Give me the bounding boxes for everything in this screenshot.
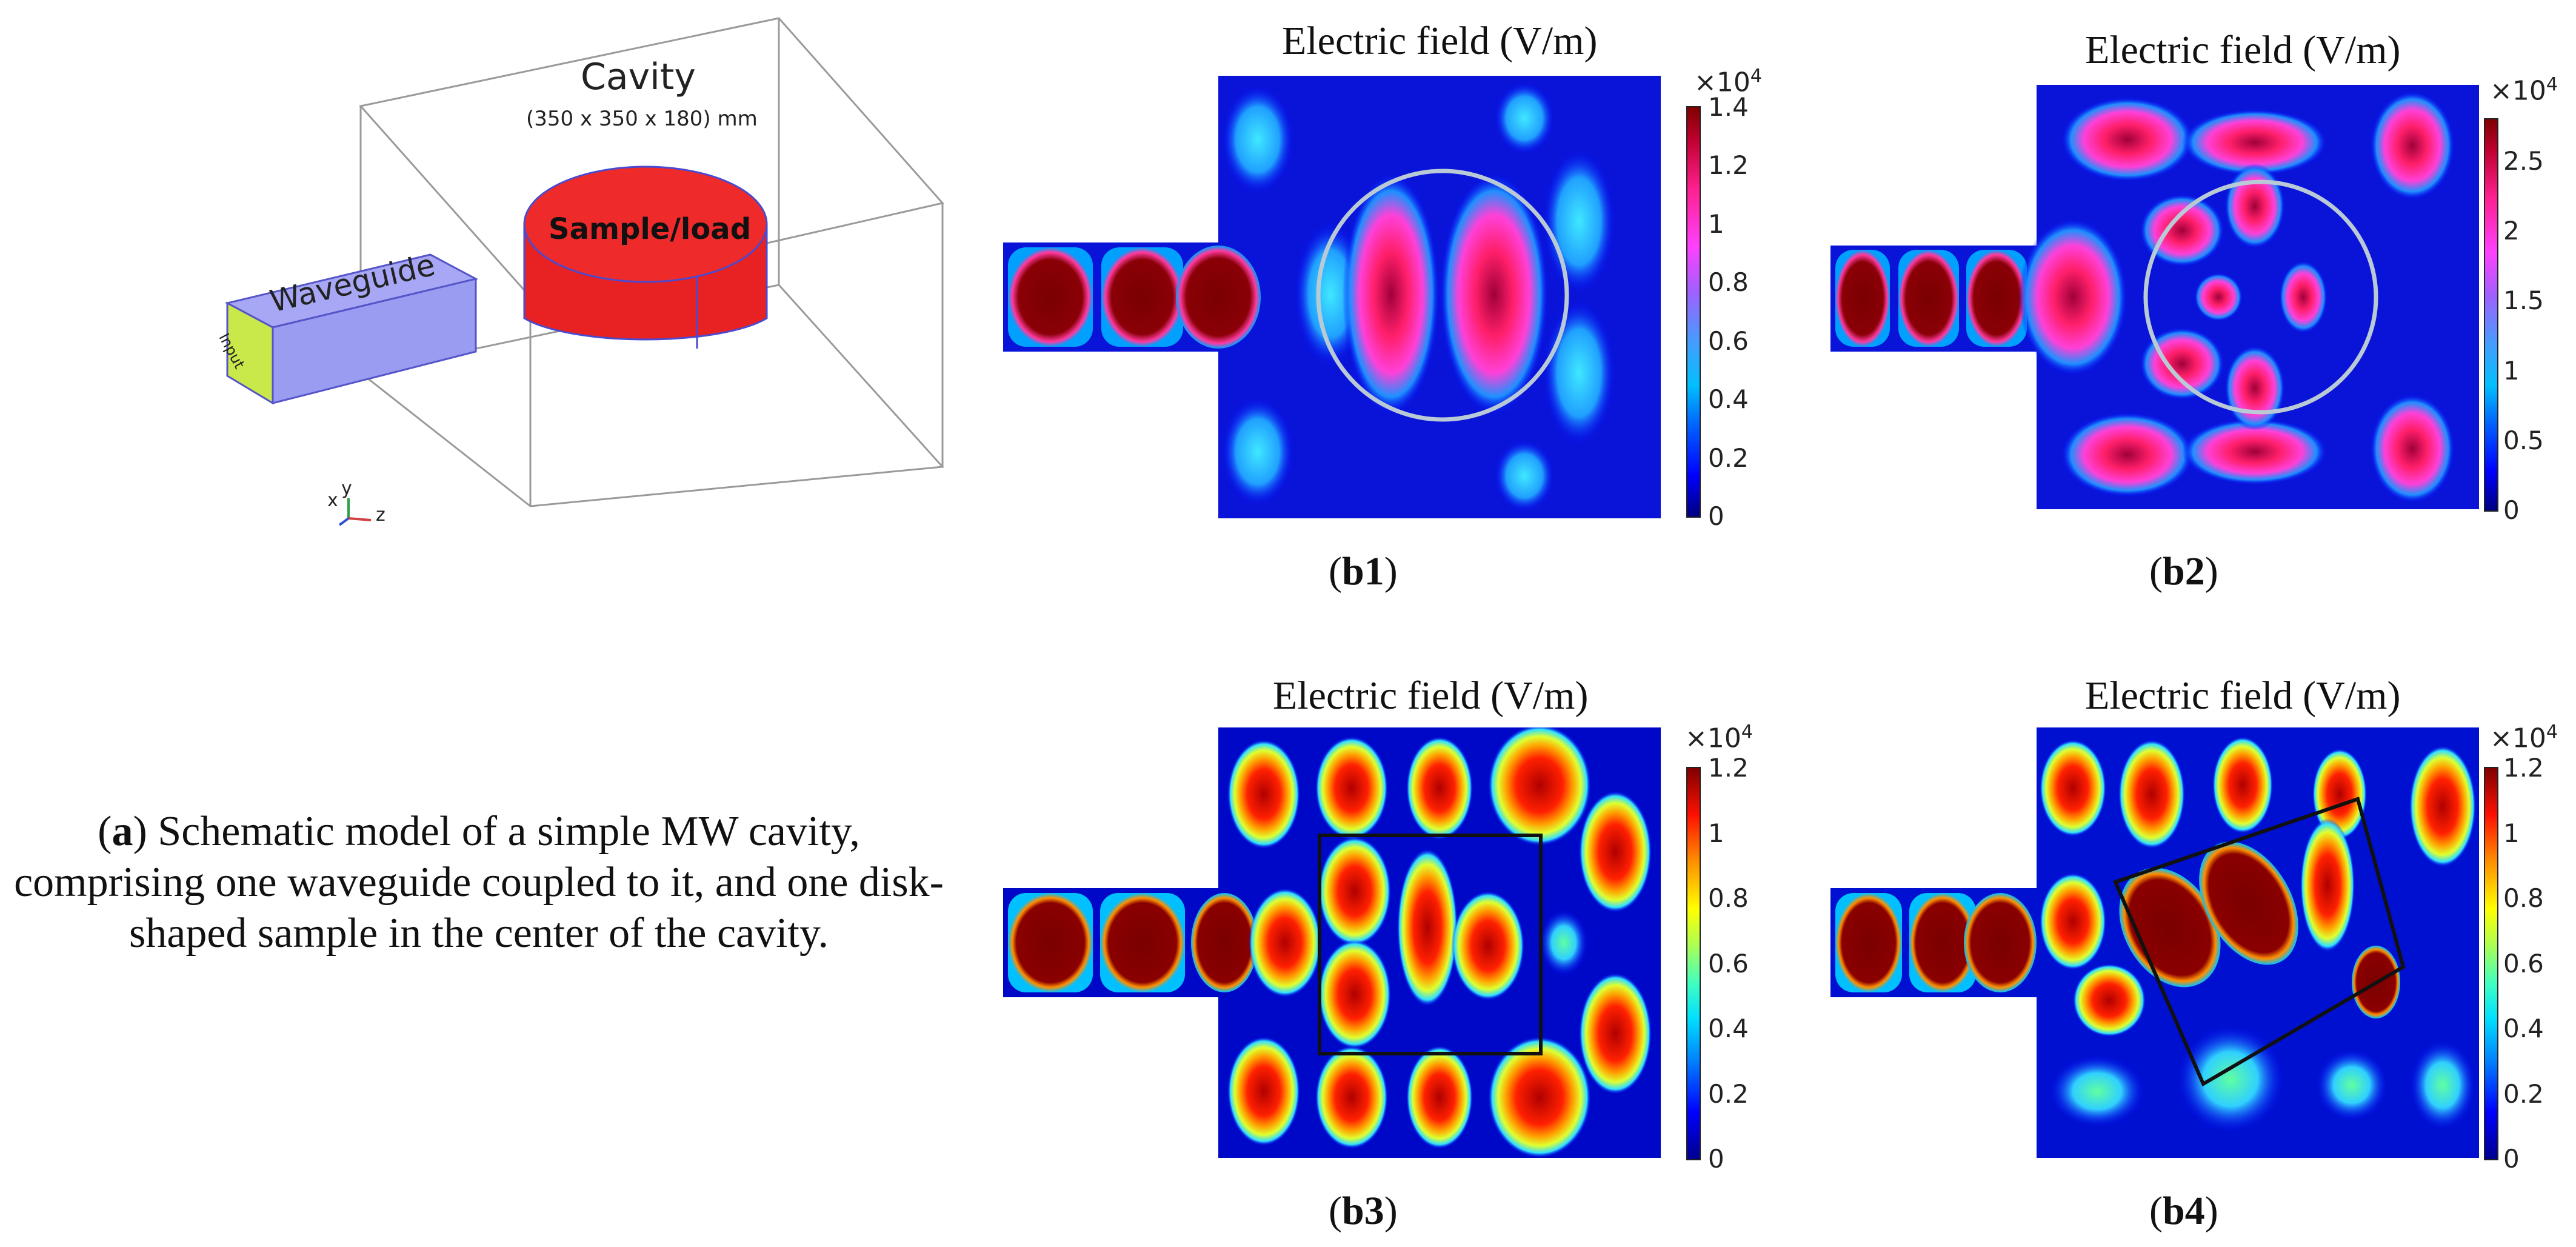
b1-title: Electric field (V/m) xyxy=(1282,19,1598,63)
b2-tick-label: 2.5 xyxy=(2503,146,2544,176)
axis-y-label: y xyxy=(341,478,352,499)
b4-tick-label: 1.2 xyxy=(2503,753,2544,783)
b4-colorbar xyxy=(2484,767,2498,1160)
b3-tick-label: 0.8 xyxy=(1708,883,1749,913)
b2-colorbar xyxy=(2484,118,2498,512)
b4-label: (b4) xyxy=(2149,1189,2218,1233)
b4-tick-label: 0 xyxy=(2503,1144,2520,1174)
b3-title: Electric field (V/m) xyxy=(1273,674,1589,718)
b3-tick-label: 0.4 xyxy=(1708,1014,1749,1043)
b2-tick-label: 0.5 xyxy=(2503,425,2544,455)
axis-triad xyxy=(338,498,372,526)
b1-tick-label: 1.2 xyxy=(1708,150,1749,181)
b4-tick-label: 0.4 xyxy=(2503,1014,2544,1043)
b2-title: Electric field (V/m) xyxy=(2085,28,2401,72)
b1-tick-label: 0.8 xyxy=(1708,267,1749,298)
b4-tick-label: 1 xyxy=(2503,818,2520,848)
cavity-label: Cavity xyxy=(581,56,696,98)
b3-field-map xyxy=(1003,727,1661,1158)
b4-tick-label: 0.8 xyxy=(2503,883,2544,913)
b2-tick-label: 1 xyxy=(2503,355,2520,386)
b3-tick-label: 0.6 xyxy=(1708,948,1749,978)
b4-tick-label: 0.6 xyxy=(2503,948,2544,978)
b3-colorbar xyxy=(1686,767,1701,1160)
b1-field-map xyxy=(1003,76,1661,518)
panel-a-caption-text: Schematic model of a simple MW cavity, c… xyxy=(14,808,944,957)
b2-tick-label: 1.5 xyxy=(2503,286,2544,316)
b1-multiplier: ×104 xyxy=(1694,65,1762,98)
b3-tick-label: 1 xyxy=(1708,818,1724,848)
b1-label: (b1) xyxy=(1329,549,1398,593)
b1-tick-label: 0 xyxy=(1708,501,1724,531)
sample-label: Sample/load xyxy=(549,212,752,246)
b1-tick-label: 1.4 xyxy=(1708,92,1749,122)
b4-tick-label: 0.2 xyxy=(2503,1078,2544,1109)
b1-tick-label: 0.4 xyxy=(1708,384,1749,415)
b2-tick-label: 2 xyxy=(2503,216,2520,246)
cavity-dimensions: (350 x 350 x 180) mm xyxy=(526,107,758,131)
panel-a-letter: a xyxy=(112,808,133,855)
waveguide-block xyxy=(224,253,479,405)
panel-a-caption: (a) Schematic model of a simple MW cavit… xyxy=(14,808,944,957)
b1-tick-label: 0.2 xyxy=(1708,443,1749,473)
sample-cylinder xyxy=(523,165,768,349)
b3-tick-label: 0.2 xyxy=(1708,1078,1749,1109)
b3-multiplier: ×104 xyxy=(1685,721,1753,754)
b2-multiplier: ×104 xyxy=(2490,74,2558,107)
b3-tick-label: 1.2 xyxy=(1708,753,1749,783)
cavity-schematic xyxy=(224,17,945,526)
axis-x-label: x xyxy=(327,490,338,511)
b4-field-map xyxy=(1830,727,2479,1158)
b2-label: (b2) xyxy=(2149,549,2218,593)
b1-tick-label: 1 xyxy=(1708,209,1724,239)
b4-multiplier: ×104 xyxy=(2490,721,2558,754)
axis-z-label: z xyxy=(376,504,385,526)
b1-tick-label: 0.6 xyxy=(1708,326,1749,356)
b2-field-map xyxy=(1830,85,2479,509)
b2-tick-label: 0 xyxy=(2503,495,2520,525)
b1-colorbar xyxy=(1686,106,1701,518)
b4-title: Electric field (V/m) xyxy=(2085,674,2401,718)
b3-label: (b3) xyxy=(1329,1189,1398,1233)
b3-tick-label: 0 xyxy=(1708,1144,1724,1174)
